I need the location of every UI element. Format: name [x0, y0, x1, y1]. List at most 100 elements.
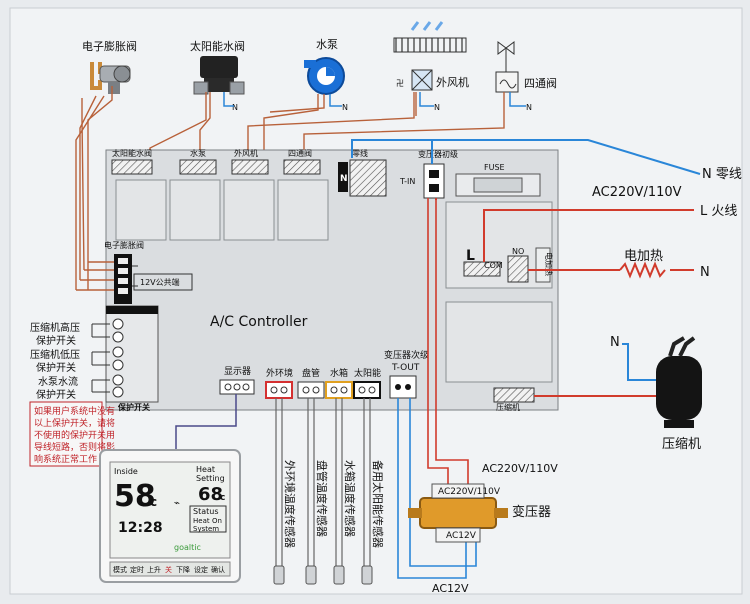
- heater-resistor-icon: [619, 261, 666, 279]
- outdoor-fan-component: 卍 外风机 N: [393, 21, 469, 112]
- transformer-primary-label: 变压器初级: [418, 149, 458, 159]
- sensor-header-coil: 盘管: [302, 367, 320, 379]
- water-pump-n: N: [342, 103, 348, 112]
- fuse-icon: [473, 177, 523, 193]
- neutral-terminal-n: N: [340, 174, 348, 184]
- valve-bowtie-icon: [497, 41, 515, 55]
- relay-module: [169, 179, 221, 241]
- sensor-label-solar: 备用太阳能传感器: [371, 460, 385, 548]
- compressor-relay-module: [445, 301, 553, 383]
- relay-label-fourway: 四通阀: [288, 148, 312, 158]
- fan-mini-icon: ⌁: [174, 498, 180, 509]
- evv-connector-label: 电子膨胀阀: [104, 240, 144, 250]
- display-header-label: 显示器: [224, 366, 251, 377]
- lcd-system: System: [193, 525, 219, 533]
- expansion-valve-label: 电子膨胀阀: [82, 39, 137, 53]
- water-pump-component: 水泵 N: [304, 38, 348, 112]
- transformer-primary-voltage: AC220V/110V: [482, 462, 558, 475]
- lcd-temp-left: 58: [114, 479, 156, 514]
- no-label: NO: [512, 247, 524, 256]
- compressor-relay-label: 压缩机: [496, 402, 520, 412]
- transformer-top-label: AC220V/110V: [438, 487, 501, 497]
- heater-relay-tag: [535, 247, 551, 283]
- relay-label-fan: 外风机: [234, 148, 258, 158]
- solar-valve-icon: [193, 56, 245, 95]
- sensor-label-tank: 水箱温度传感器: [343, 460, 357, 537]
- lcd-unit-right: c: [220, 493, 225, 503]
- l-box-label: L: [466, 248, 475, 264]
- compressor-label: 压缩机: [662, 436, 701, 452]
- four-way-valve-component: 四通阀 N: [495, 41, 557, 112]
- sensor-header-outdoor: 外环境: [266, 367, 293, 379]
- voltage-label: AC220V/110V: [592, 185, 682, 200]
- sine-wave-icon: [499, 79, 517, 89]
- secondary-label: 变压器次级: [384, 349, 429, 361]
- transformer-bottom-label: AC12V: [446, 531, 477, 541]
- relay-terminal-solar: [111, 159, 153, 175]
- brand-logo: goaltic: [174, 543, 201, 552]
- relay-terminal-pump: [179, 159, 217, 175]
- t-in-label: T-IN: [399, 177, 415, 186]
- four-way-valve-label: 四通阀: [524, 76, 557, 90]
- btn-confirm[interactable]: 确认: [211, 565, 225, 574]
- lcd-unit-left: c: [150, 495, 157, 509]
- t-out-label: T-OUT: [391, 363, 420, 373]
- transformer-secondary-voltage: AC12V: [432, 582, 469, 595]
- protection-label-lp-switch: 保护开关: [36, 361, 76, 374]
- relay-terminal-fourway: [283, 159, 321, 175]
- btn-timer[interactable]: 定时: [130, 565, 144, 574]
- protection-label-hp-switch: 保护开关: [36, 334, 76, 347]
- lcd-heat: Heat: [196, 465, 215, 474]
- neutral-wire: [351, 139, 701, 175]
- neutral-label: N 零线: [702, 167, 742, 182]
- fan-cross-icon: [411, 69, 433, 91]
- heater-n-label: N: [700, 265, 710, 280]
- sensor-connector-tank: [325, 381, 353, 399]
- common-12v-label: 12V公共端: [140, 277, 180, 287]
- note-line-4: 导线短路，否则将影: [34, 441, 115, 453]
- relay-module: [277, 179, 329, 241]
- heater-no-terminal: [507, 255, 529, 283]
- com-label: COM: [484, 261, 503, 270]
- neutral-terminal-box: [338, 162, 348, 192]
- btn-mode[interactable]: 模式: [113, 565, 127, 574]
- lcd-heat-on: Heat: [193, 517, 210, 525]
- lcd-time: 12:28: [118, 520, 163, 536]
- solar-valve-component: 太阳能水阀 N: [190, 39, 245, 112]
- btn-up[interactable]: 上升: [147, 565, 161, 574]
- sensor-label-coil: 盘管温度传感器: [315, 460, 329, 537]
- sensor-label-outdoor: 外环境温度传感器: [283, 460, 297, 548]
- outdoor-fan-label: 外风机: [436, 75, 469, 89]
- relay-wires: [87, 86, 505, 290]
- lcd-temp-right: 68: [198, 484, 223, 505]
- protection-label-flow: 水泵水流: [38, 375, 78, 388]
- lcd-setting: Setting: [196, 474, 225, 483]
- sensor-connector-solar: [353, 381, 381, 399]
- btn-set[interactable]: 设定: [194, 565, 208, 574]
- note-line-3: 不使用的保护开关用: [34, 429, 115, 441]
- thermostat-unit: Inside Heat Setting 58 c 68 c ⌁ Status H…: [99, 449, 241, 583]
- protection-title: 保护开关: [117, 402, 150, 412]
- btn-down[interactable]: 下降: [176, 565, 190, 574]
- lcd-on: On: [212, 517, 222, 525]
- fan-coil-icon: [393, 21, 467, 53]
- fuse-label: FUSE: [484, 163, 505, 172]
- pump-icon: [304, 57, 345, 95]
- outdoor-fan-n: N: [434, 103, 440, 112]
- relay-label-pump: 水泵: [190, 148, 206, 158]
- relay-module: [115, 179, 167, 241]
- lcd-status: Status: [193, 507, 219, 516]
- live-label: L 火线: [700, 204, 737, 219]
- protection-label-lp: 压缩机低压: [30, 348, 80, 361]
- note-line-2: 以上保护开关，请将: [34, 417, 115, 429]
- btn-power[interactable]: 关: [165, 565, 172, 574]
- relay-terminal-fan: [231, 159, 269, 175]
- four-way-valve-n: N: [526, 103, 532, 112]
- heater-label: 电加热: [624, 249, 663, 264]
- heater-relay-label: 电加热: [544, 252, 554, 276]
- thermostat-buttons: 模式 定时 上升 关 下降 设定 确认: [109, 561, 231, 577]
- note-line-5: 响系统正常工作: [34, 453, 97, 465]
- protection-label-flow-switch: 保护开关: [36, 388, 76, 401]
- compressor-icon: [656, 336, 702, 428]
